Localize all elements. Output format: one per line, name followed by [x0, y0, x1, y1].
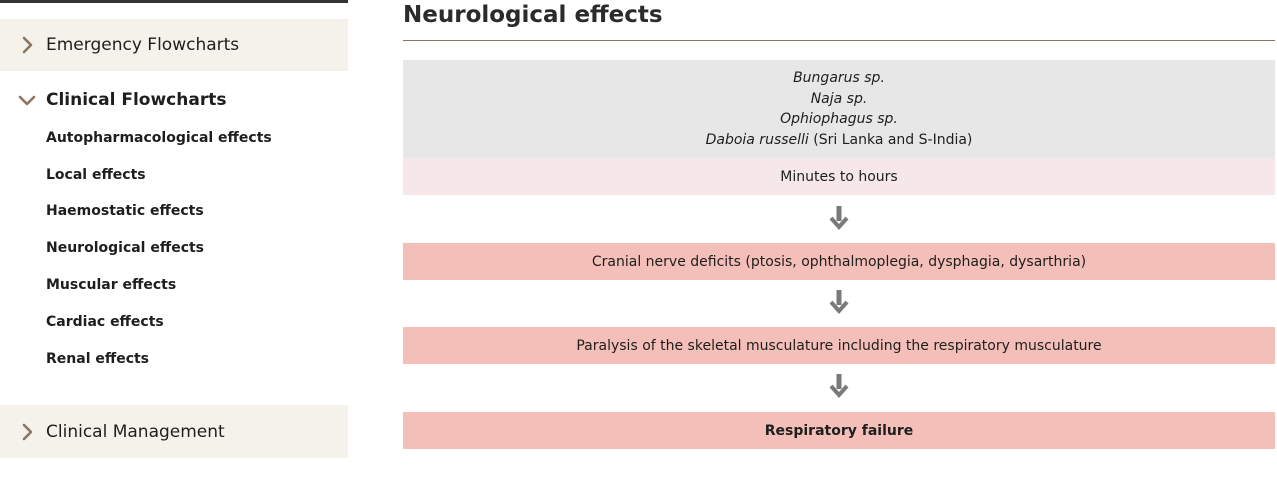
sidebar-item-local-effects[interactable]: Local effects	[46, 167, 146, 183]
arrow-down-icon	[829, 290, 849, 315]
sidebar-item-autopharmacological-effects[interactable]: Autopharmacological effects	[46, 130, 272, 146]
sidebar-top-bar	[0, 0, 348, 3]
chevron-right-icon	[22, 36, 33, 54]
main-content: Neurological effects Bungarus sp. Naja s…	[403, 0, 1275, 482]
flowchart-step-cranial-nerve-deficits: Cranial nerve deficits (ptosis, ophthalm…	[403, 243, 1275, 280]
species-line: Daboia russelli (Sri Lanka and S-India)	[706, 130, 973, 151]
sidebar-item-neurological-effects[interactable]: Neurological effects	[46, 240, 205, 256]
species-line: Naja sp.	[811, 89, 868, 110]
chevron-down-icon	[18, 95, 36, 106]
arrow-down-icon	[829, 374, 849, 399]
sidebar-section-label: Clinical Management	[46, 421, 225, 442]
sidebar-section-clinical-management[interactable]: Clinical Management	[0, 405, 348, 458]
species-line: Bungarus sp.	[793, 68, 885, 89]
title-divider	[403, 40, 1275, 41]
flowchart-step-respiratory-failure: Respiratory failure	[403, 412, 1275, 449]
species-note: (Sri Lanka and S-India)	[808, 131, 973, 148]
page-title: Neurological effects	[403, 2, 663, 28]
sidebar-section-clinical-flowcharts[interactable]: Clinical Flowcharts	[0, 80, 348, 120]
sidebar-item-renal-effects[interactable]: Renal effects	[46, 351, 150, 367]
sidebar: Emergency Flowcharts Clinical Flowcharts…	[0, 0, 348, 482]
sidebar-item-muscular-effects[interactable]: Muscular effects	[46, 277, 177, 293]
species-name: Naja sp.	[810, 90, 868, 107]
species-name: Daboia russelli	[705, 131, 809, 148]
chevron-right-icon	[22, 423, 33, 440]
sidebar-section-emergency-flowcharts[interactable]: Emergency Flowcharts	[0, 19, 348, 71]
sidebar-item-haemostatic-effects[interactable]: Haemostatic effects	[46, 203, 204, 219]
species-name: Ophiophagus sp.	[780, 111, 898, 127]
species-line: Ophiophagus sp.	[780, 109, 898, 130]
sidebar-section-label: Clinical Flowcharts	[46, 90, 227, 110]
sidebar-section-label: Emergency Flowcharts	[46, 35, 240, 55]
flowchart-step-paralysis: Paralysis of the skeletal musculature in…	[403, 327, 1275, 364]
arrow-down-icon	[829, 206, 849, 231]
flowchart-species-box: Bungarus sp. Naja sp. Ophiophagus sp. Da…	[403, 60, 1275, 158]
flowchart-onset-box: Minutes to hours	[403, 158, 1275, 195]
sidebar-item-cardiac-effects[interactable]: Cardiac effects	[46, 314, 164, 330]
species-name: Bungarus sp.	[793, 70, 885, 86]
